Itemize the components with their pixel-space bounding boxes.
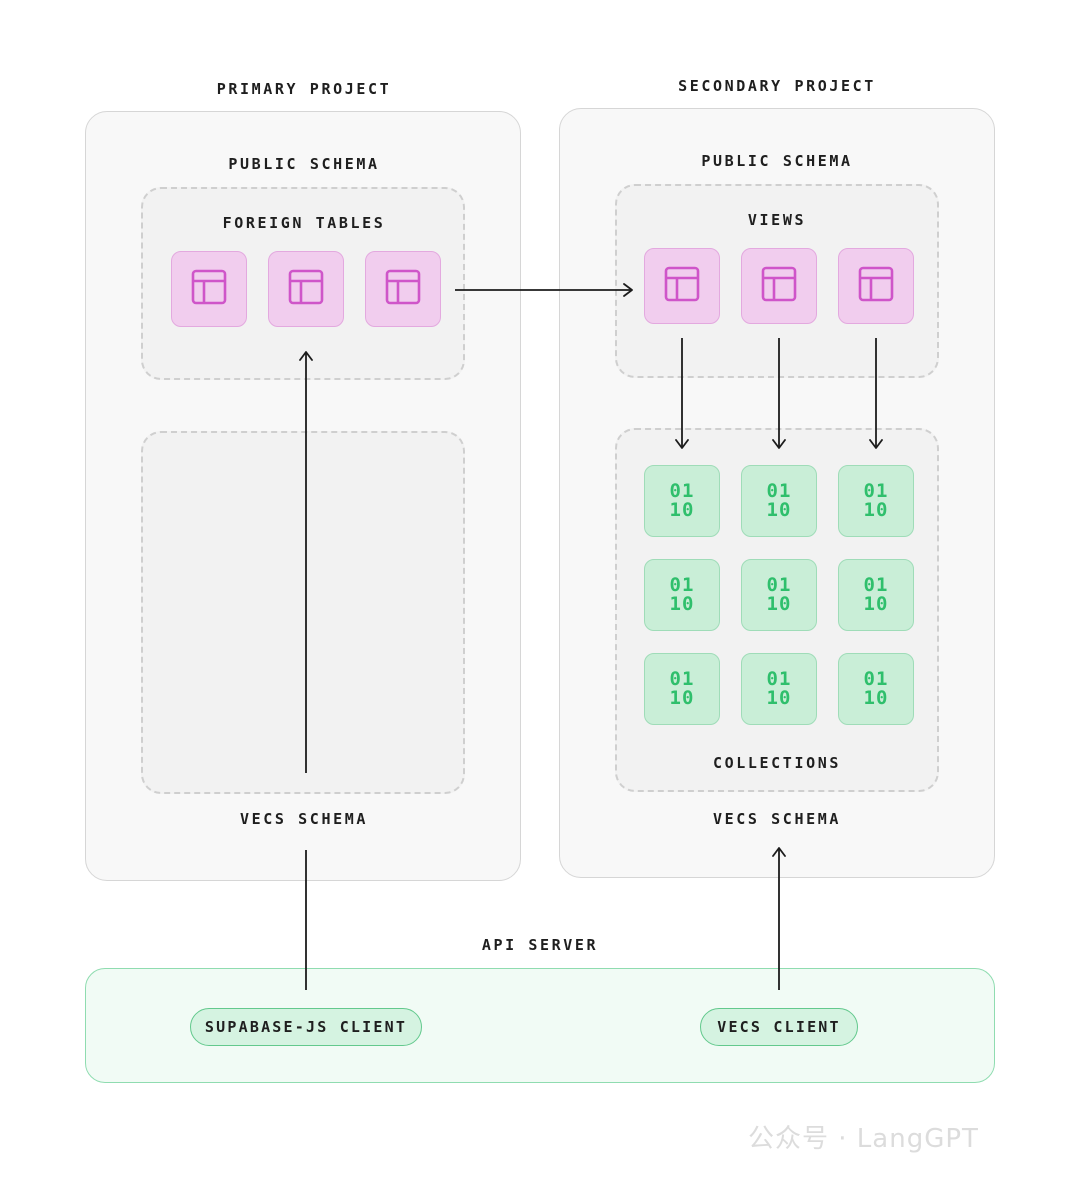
secondary-public-schema-label: PUBLIC SCHEMA [701, 152, 853, 170]
primary-vecs-schema-label: VECS SCHEMA [240, 810, 368, 828]
views-label: VIEWS [747, 211, 807, 229]
view-tile [838, 248, 914, 324]
secondary-project-title: SECONDARY PROJECT [678, 77, 876, 95]
secondary-vecs-schema-label: VECS SCHEMA [713, 810, 841, 828]
foreign-table-tile [268, 251, 344, 327]
foreign-table-tile [171, 251, 247, 327]
primary-project-title: PRIMARY PROJECT [216, 80, 392, 98]
vecs-client-pill[interactable]: VECS CLIENT [700, 1008, 858, 1046]
primary-vecs-schema-group [141, 431, 465, 794]
collections-label: COLLECTIONS [713, 754, 841, 772]
table-grid-icon [858, 266, 894, 306]
api-server-title: API SERVER [481, 936, 599, 954]
table-grid-icon [761, 266, 797, 306]
table-grid-icon [385, 269, 421, 309]
table-grid-icon [288, 269, 324, 309]
supabase-js-client-pill[interactable]: SUPABASE-JS CLIENT [190, 1008, 422, 1046]
foreign-tables-label: FOREIGN TABLES [222, 214, 386, 232]
view-tile [644, 248, 720, 324]
watermark: 公众号 · LangGPT [748, 1124, 979, 1154]
table-grid-icon [664, 266, 700, 306]
table-grid-icon [191, 269, 227, 309]
foreign-table-tile [365, 251, 441, 327]
primary-public-schema-label: PUBLIC SCHEMA [228, 155, 380, 173]
view-tile [741, 248, 817, 324]
